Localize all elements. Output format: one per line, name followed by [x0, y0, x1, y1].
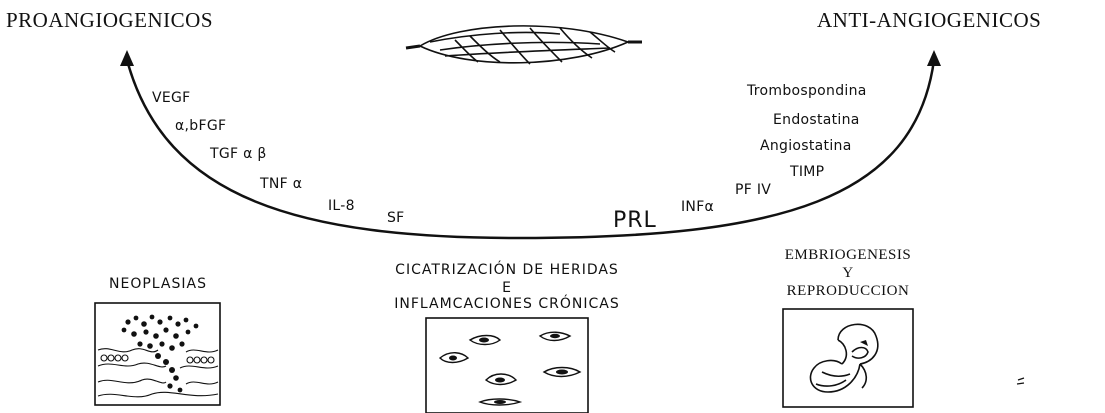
factor-tgf: TGF α β — [210, 146, 267, 162]
factor-trombospondina: Trombospondina — [747, 83, 867, 99]
factor-bfgf: α,bFGF — [175, 118, 227, 134]
embryo-illustration — [782, 308, 914, 408]
small-mark — [1016, 377, 1025, 385]
caption-y: Y — [842, 265, 854, 281]
title-proangiogenic: PROANGIOGENICOS — [6, 8, 214, 32]
factor-angiostatina: Angiostatina — [760, 138, 852, 154]
factor-endostatina: Endostatina — [773, 112, 860, 128]
caption-embriogenesis: EMBRIOGENESIS — [784, 247, 912, 263]
wound-healing-illustration — [425, 317, 589, 413]
label-prl: PRL — [613, 208, 657, 233]
factor-tnf: TNF α — [260, 176, 303, 192]
factor-pf4: PF IV — [735, 182, 772, 198]
caption-inflamaciones: INFLAMCACIONES CRÓNICAS — [394, 296, 620, 312]
arrow-left — [120, 50, 134, 66]
caption-cicatrizacion: CICATRIZACIÓN DE HERIDAS — [395, 262, 619, 278]
factor-timp: TIMP — [790, 164, 825, 180]
caption-reproduccion: REPRODUCCION — [786, 283, 910, 299]
balance-arc — [125, 59, 936, 240]
factor-vegf: VEGF — [152, 90, 191, 106]
vessel-network-icon — [405, 25, 642, 65]
title-antiangiogenic: ANTI-ANGIOGENICOS — [817, 8, 1042, 32]
caption-e: E — [502, 280, 512, 296]
arrow-right — [927, 50, 941, 66]
caption-neoplasias: NEOPLASIAS — [109, 276, 207, 292]
factor-sf: SF — [387, 210, 405, 226]
factor-il8: IL-8 — [328, 198, 355, 214]
factor-inf: INFα — [681, 199, 715, 215]
neoplasia-illustration — [94, 302, 221, 406]
